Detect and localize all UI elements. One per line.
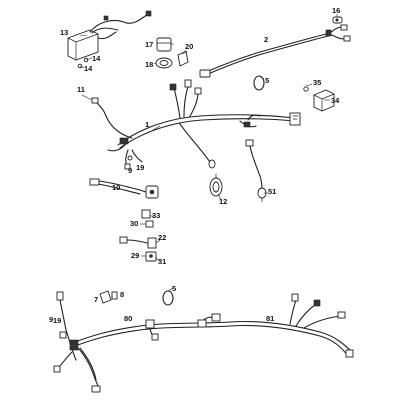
callout-7: 7 [94, 295, 99, 304]
callout-22: 22 [158, 233, 167, 242]
callout-16: 16 [332, 6, 341, 15]
leader-lines [79, 14, 338, 292]
callout-1: 1 [145, 120, 150, 129]
callout-2: 2 [264, 35, 269, 44]
callout-14b: 14 [84, 64, 93, 73]
ring-5-lower [162, 290, 174, 306]
part-12-sensor [209, 173, 223, 197]
callout-80: 80 [124, 314, 133, 323]
callout-17: 17 [145, 40, 154, 49]
callout-5a: 5 [265, 76, 270, 85]
part-20-clip [177, 50, 189, 67]
callout-20: 20 [185, 42, 194, 51]
callout-35: 35 [313, 78, 322, 87]
callout-10: 10 [112, 183, 121, 192]
main-harness-1 [91, 79, 301, 170]
callout-30: 30 [130, 219, 139, 228]
part-22-29-31 [119, 236, 157, 262]
callout-29: 29 [131, 251, 140, 260]
harness-80-81 [53, 291, 354, 393]
callout-8: 8 [120, 290, 125, 299]
callout-19a: 19 [136, 163, 145, 172]
part-8-terminal [111, 291, 118, 300]
part-17-relay [156, 37, 172, 52]
callout-5b: 5 [172, 284, 177, 293]
callout-33: 33 [152, 211, 161, 220]
callout-12: 12 [219, 197, 228, 206]
callout-9a: 9 [128, 166, 133, 175]
callout-18: 18 [145, 60, 154, 69]
part-7-connector [99, 290, 112, 304]
control-unit-13 [67, 10, 152, 69]
callout-13: 13 [60, 28, 69, 37]
wiring-harness-2 [199, 24, 351, 78]
harness-10 [89, 178, 159, 199]
part-18-holder [155, 57, 173, 69]
callout-31: 31 [158, 257, 167, 266]
lead-51 [245, 139, 267, 203]
part-35-screw [303, 86, 309, 92]
callout-11: 11 [77, 85, 85, 94]
callout-19b: 19 [53, 316, 62, 325]
callout-9b: 9 [49, 315, 54, 324]
callout-14a: 14 [92, 54, 101, 63]
callout-51: 51 [268, 187, 277, 196]
part-34-block [313, 89, 335, 112]
callout-34: 34 [331, 96, 340, 105]
callout-81: 81 [266, 314, 275, 323]
part-16 [332, 16, 343, 24]
